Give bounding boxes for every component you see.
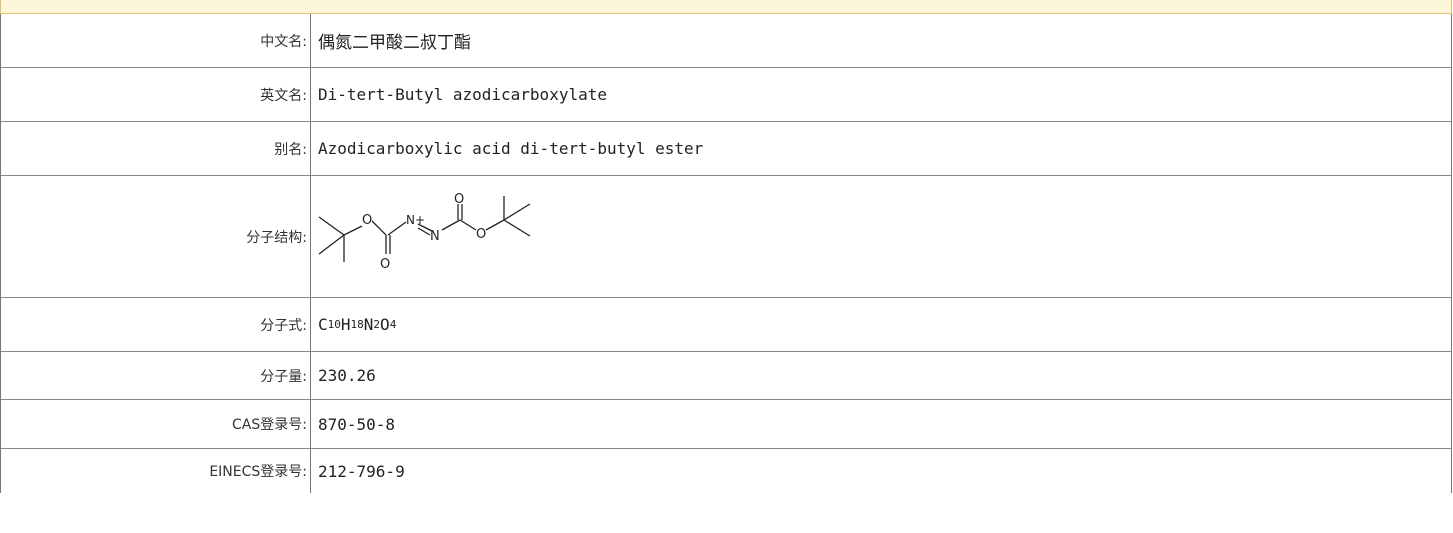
label-chinese-name: 中文名: bbox=[1, 14, 311, 67]
value-alias: Azodicarboxylic acid di-tert-butyl ester bbox=[318, 139, 704, 158]
label-einecs-number: EINECS登录号: bbox=[1, 449, 311, 493]
formula-count: 18 bbox=[350, 318, 364, 331]
bond bbox=[417, 222, 433, 232]
formula-count: 4 bbox=[389, 318, 397, 331]
label-english-name: 英文名: bbox=[1, 68, 311, 121]
bond bbox=[343, 224, 363, 236]
row-structure: 分子结构: bbox=[1, 176, 1451, 298]
value-einecs-number: 212-796-9 bbox=[318, 461, 405, 481]
property-table: 中文名: 偶氮二甲酸二叔丁酯 英文名: Di-tert-Butyl azodic… bbox=[0, 14, 1452, 493]
formula-count: 10 bbox=[327, 318, 341, 331]
atom-oxygen: O bbox=[362, 213, 372, 228]
formula-element: O bbox=[380, 315, 390, 334]
bond bbox=[485, 218, 505, 231]
bond bbox=[371, 220, 387, 235]
atom-oxygen: O bbox=[454, 192, 464, 207]
structure-cell: O O N+ N O O bbox=[311, 176, 1451, 297]
label-formula: 分子式: bbox=[1, 298, 311, 351]
row-molecular-weight: 分子量: 230.26 bbox=[1, 352, 1451, 400]
formula-element: N bbox=[363, 315, 374, 334]
bond bbox=[503, 218, 531, 237]
label-molecular-weight: 分子量: bbox=[1, 352, 311, 399]
atom-oxygen: O bbox=[476, 227, 486, 242]
bond bbox=[387, 220, 407, 236]
row-cas-number: CAS登录号: 870-50-8 bbox=[1, 400, 1451, 449]
value-molecular-weight: 230.26 bbox=[318, 366, 376, 385]
formula-count: 2 bbox=[373, 318, 381, 331]
bond bbox=[459, 218, 477, 231]
value-english-name: Di-tert-Butyl azodicarboxylate bbox=[318, 85, 607, 104]
value-chinese-name: 偶氮二甲酸二叔丁酯 bbox=[318, 33, 471, 53]
bond bbox=[318, 233, 345, 255]
label-alias: 别名: bbox=[1, 122, 311, 175]
formula-element: H bbox=[340, 315, 351, 334]
formula-element: C bbox=[318, 315, 328, 334]
bond bbox=[318, 215, 345, 236]
atom-nitrogen-plus: N+ bbox=[406, 213, 425, 227]
row-english-name: 英文名: Di-tert-Butyl azodicarboxylate bbox=[1, 68, 1451, 122]
atom-nitrogen: N bbox=[430, 229, 440, 244]
atom-oxygen: O bbox=[380, 257, 390, 272]
row-einecs-number: EINECS登录号: 212-796-9 bbox=[1, 449, 1451, 493]
row-alias: 别名: Azodicarboxylic acid di-tert-butyl e… bbox=[1, 122, 1451, 176]
label-structure: 分子结构: bbox=[1, 176, 311, 297]
top-banner bbox=[0, 0, 1452, 14]
molecular-structure-image: O O N+ N O O bbox=[318, 192, 531, 272]
bond bbox=[503, 202, 531, 221]
bond bbox=[417, 226, 431, 236]
value-cas-number: 870-50-8 bbox=[318, 414, 396, 434]
label-cas-number: CAS登录号: bbox=[1, 400, 311, 448]
row-chinese-name: 中文名: 偶氮二甲酸二叔丁酯 bbox=[1, 14, 1451, 68]
bond bbox=[441, 218, 461, 231]
